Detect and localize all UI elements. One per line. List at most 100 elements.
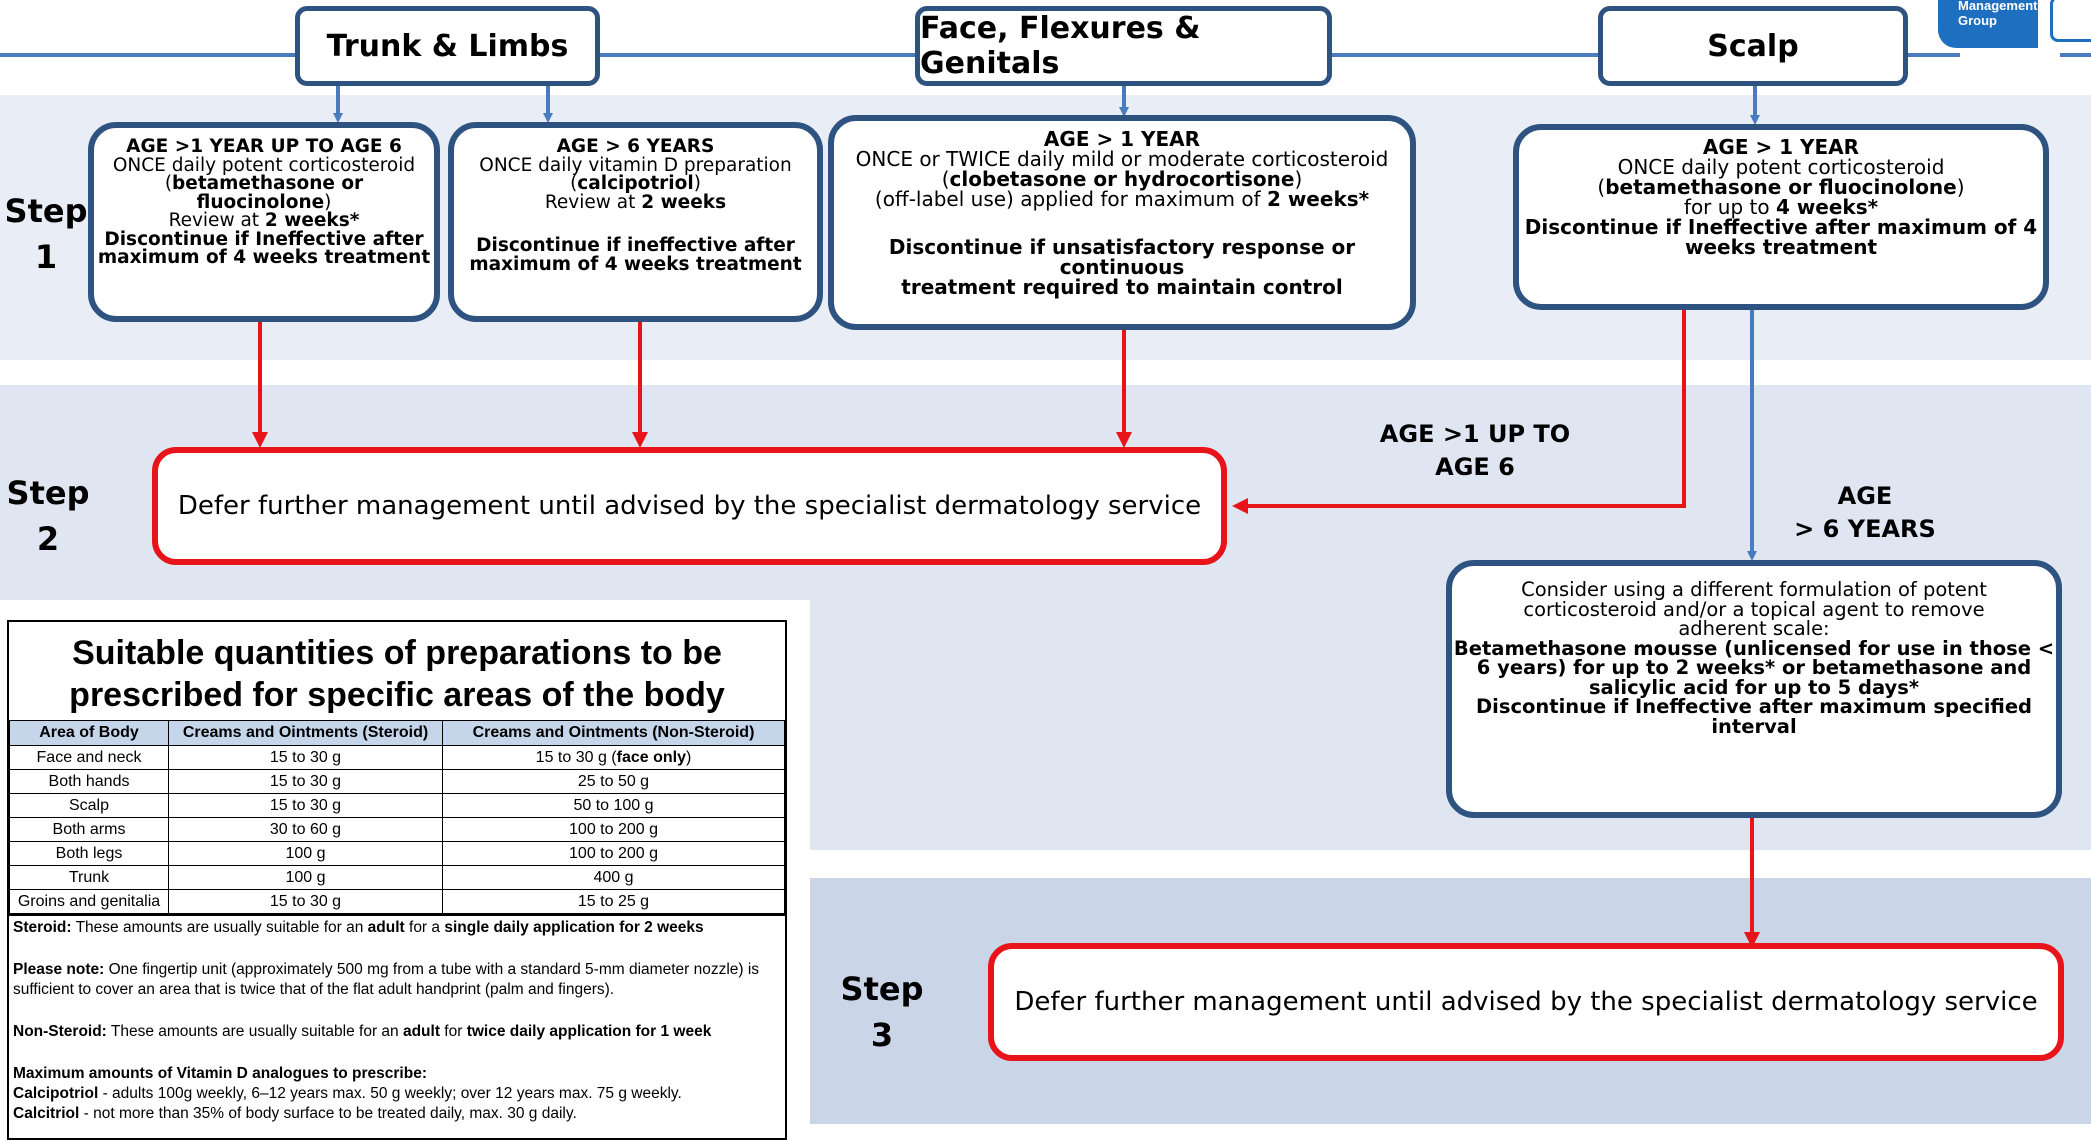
table-cell: 15 to 30 g (face only): [442, 745, 785, 770]
box-trunk-age-over-6: AGE > 6 YEARS ONCE daily vitamin D prepa…: [448, 122, 823, 322]
box-trunk-age-1-to-6: AGE >1 YEAR UP TO AGE 6 ONCE daily poten…: [88, 122, 440, 322]
table-cell: 400 g: [442, 865, 785, 890]
header-scalp: Scalp: [1598, 6, 1908, 86]
box-b-line5: Discontinue if ineffective after: [476, 235, 795, 256]
quantities-table: Area of Body Creams and Ointments (Stero…: [9, 720, 785, 914]
table-row: Face and neck 15 to 30 g 15 to 30 g (fac…: [9, 745, 785, 770]
step3-word: Step: [840, 970, 924, 1008]
table-cell: Scalp: [9, 793, 169, 818]
table-cell: 100 g: [168, 841, 443, 866]
step2-word: Step: [6, 474, 90, 512]
quantities-title-line2: prescribed for specific areas of the bod…: [69, 676, 725, 714]
box-c-line6: treatment required to maintain control: [901, 275, 1343, 299]
table-cell: 100 g: [168, 865, 443, 890]
box-b-line3: (calcipotriol): [570, 173, 701, 194]
logo: Management Group: [1938, 0, 2038, 48]
step2-label: Step 2: [0, 470, 96, 562]
table-row: Both legs 100 g 100 to 200 g: [9, 841, 785, 866]
box-a-line4: fluocinolone): [196, 191, 332, 213]
table-cell: 15 to 25 g: [442, 889, 785, 914]
table-cell: 100 to 200 g: [442, 841, 785, 866]
table-row: Scalp 15 to 30 g 50 to 100 g: [9, 793, 785, 818]
box-d-line5: Discontinue if Ineffective after maximum…: [1524, 215, 2038, 239]
table-cell: Face and neck: [9, 745, 169, 770]
box-b-line2: ONCE daily vitamin D preparation: [479, 154, 792, 176]
note-fingertip-unit: Please note: One fingertip unit (approxi…: [13, 961, 760, 998]
step3-label: Step 3: [836, 966, 928, 1058]
label-age-1-to-6: AGE >1 UP TO AGE 6: [1360, 418, 1590, 484]
box-c-line1: AGE > 1 YEAR: [1043, 127, 1201, 151]
table-cell: 15 to 30 g: [168, 745, 443, 770]
table-cell: 25 to 50 g: [442, 769, 785, 794]
defer-step2-text: Defer further management until advised b…: [177, 491, 1202, 521]
quantities-title: Suitable quantities of preparations to b…: [9, 622, 785, 720]
table-cell: Trunk: [9, 865, 169, 890]
box-c-line5: Discontinue if unsatisfactory response o…: [888, 235, 1356, 279]
box-d-line1: AGE > 1 YEAR: [1702, 135, 1860, 159]
header-face-flexures-genitals: Face, Flexures & Genitals: [915, 6, 1332, 86]
box-d-line3: (betamethasone or fluocinolone): [1597, 175, 1965, 199]
defer-box-step3: Defer further management until advised b…: [988, 943, 2064, 1061]
label-age-1-to-6-line1: AGE >1 UP TO: [1379, 420, 1571, 448]
step1-label: Step 1: [0, 188, 92, 280]
box-e-line5: 6 years) for up to 2 weeks* or betametha…: [1476, 656, 2032, 679]
step1-number: 1: [34, 238, 58, 276]
note-steroid: Steroid: These amounts are usually suita…: [13, 919, 704, 936]
header-trunk-limbs: Trunk & Limbs: [295, 6, 600, 86]
box-e-line2: corticosteroid and/or a topical agent to…: [1523, 597, 1985, 621]
box-e-line6: salicylic acid for up to 5 days*: [1588, 675, 1920, 699]
table-row: Both hands 15 to 30 g 25 to 50 g: [9, 769, 785, 794]
box-d-line2: ONCE daily potent corticosteroid: [1617, 155, 1945, 179]
table-row: Groins and genitalia 15 to 30 g 15 to 25…: [9, 889, 785, 914]
label-age-over-6-line1: AGE: [1837, 482, 1893, 510]
table-cell: Groins and genitalia: [9, 889, 169, 914]
box-scalp-age-over-1: AGE > 1 YEAR ONCE daily potent corticost…: [1513, 124, 2049, 310]
box-a-line1: AGE >1 YEAR UP TO AGE 6: [126, 136, 402, 157]
quantities-title-line1: Suitable quantities of preparations to b…: [72, 634, 722, 672]
box-d-line4: for up to 4 weeks*: [1683, 195, 1879, 219]
box-a-line6: Discontinue if Ineffective after: [104, 228, 424, 250]
table-cell: Both legs: [9, 841, 169, 866]
step1-word: Step: [4, 192, 88, 230]
box-e-line3: adherent scale:: [1678, 617, 1830, 640]
box-b-line6: maximum of 4 weeks treatment: [469, 253, 802, 275]
logo-mark: [2050, 0, 2091, 42]
table-cell: Both hands: [9, 769, 169, 794]
logo-line2: Group: [1958, 13, 1997, 28]
box-scalp-alternative: Consider using a different formulation o…: [1446, 560, 2062, 818]
label-age-over-6: AGE > 6 YEARS: [1765, 480, 1965, 546]
box-e-line1: Consider using a different formulation o…: [1521, 578, 1987, 601]
step2-number: 2: [36, 520, 60, 558]
header-scalp-label: Scalp: [1707, 28, 1799, 64]
box-e-line4: Betamethasone mousse (unlicensed for use…: [1453, 636, 2055, 660]
table-row: Trunk 100 g 400 g: [9, 865, 785, 890]
step3-number: 3: [870, 1016, 894, 1054]
box-c-line2: ONCE or TWICE daily mild or moderate cor…: [855, 147, 1389, 171]
table-header-row: Area of Body Creams and Ointments (Stero…: [9, 720, 785, 746]
table-cell: 15 to 30 g: [168, 769, 443, 794]
box-b-line4: Review at 2 weeks: [544, 191, 727, 213]
column-header-non-steroid: Creams and Ointments (Non-Steroid): [442, 720, 785, 746]
header-face-label: Face, Flexures & Genitals: [920, 11, 1201, 81]
box-b-line1: AGE > 6 YEARS: [556, 136, 715, 157]
table-cell: Both arms: [9, 817, 169, 842]
label-age-1-to-6-line2: AGE 6: [1435, 453, 1515, 481]
column-header-area: Area of Body: [9, 720, 169, 746]
table-cell: 15 to 30 g: [168, 793, 443, 818]
label-age-over-6-line2: > 6 YEARS: [1794, 515, 1936, 543]
table-cell: 15 to 30 g: [168, 889, 443, 914]
quantities-notes: Steroid: These amounts are usually suita…: [9, 914, 785, 1126]
box-face-age-over-1: AGE > 1 YEAR ONCE or TWICE daily mild or…: [828, 115, 1416, 330]
header-trunk-limbs-label: Trunk & Limbs: [326, 28, 569, 64]
box-c-line3: (clobetasone or hydrocortisone): [941, 167, 1303, 191]
defer-box-step2: Defer further management until advised b…: [152, 447, 1227, 565]
table-row: Both arms 30 to 60 g 100 to 200 g: [9, 817, 785, 842]
box-e-line7: Discontinue if Ineffective after maximum…: [1475, 695, 2033, 718]
table-cell: 50 to 100 g: [442, 793, 785, 818]
column-header-steroid: Creams and Ointments (Steroid): [168, 720, 443, 746]
box-a-line7: maximum of 4 weeks treatment: [97, 247, 431, 268]
logo-line1: Management: [1958, 0, 2038, 13]
box-d-line6: weeks treatment: [1684, 235, 1878, 259]
box-a-line3: (betamethasone or: [164, 173, 364, 194]
note-calcitriol: Calcitriol - not more than 35% of body s…: [13, 1105, 577, 1122]
